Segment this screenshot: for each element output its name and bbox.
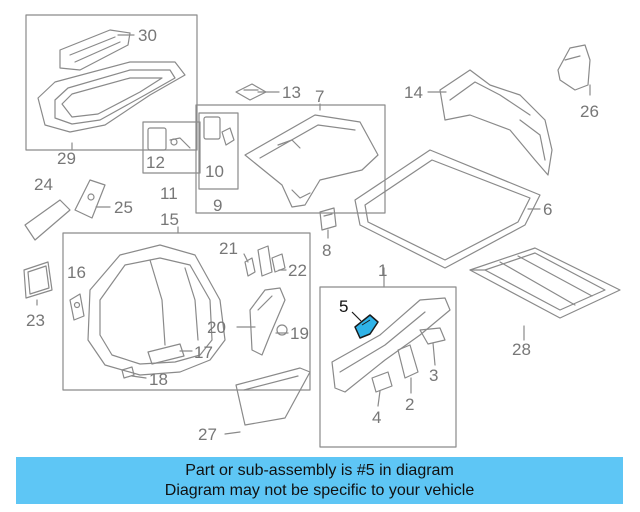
- callout-19: 19: [290, 324, 309, 343]
- part-23-panel: [23, 261, 53, 299]
- box-trunk-lid-trim: [195, 104, 386, 214]
- part-26-bracket: [557, 44, 591, 91]
- caption-line-2: Diagram may not be specific to your vehi…: [164, 481, 475, 499]
- part-10-clip: [203, 116, 235, 146]
- part-28-cargo-frame: [469, 247, 621, 319]
- callout-2: 2: [405, 395, 414, 414]
- part-27-panel: [235, 367, 311, 426]
- callout-9: 9: [213, 196, 222, 215]
- callout-5[interactable]: 5: [339, 297, 348, 316]
- callout-27: 27: [198, 425, 217, 444]
- part-6-trunk-mat: [354, 149, 541, 269]
- part-17-cover: [147, 343, 185, 365]
- callout-7: 7: [315, 87, 324, 106]
- callout-4: 4: [372, 408, 381, 427]
- caption-line-1: Part or sub-assembly is #5 in diagram: [185, 461, 454, 479]
- box-cargo-cover: [25, 14, 198, 151]
- callout-10: 10: [205, 162, 224, 181]
- callout-18: 18: [149, 370, 168, 389]
- part-20-pillar-trim: [249, 287, 286, 356]
- callout-8: 8: [322, 241, 331, 260]
- part-3-clip: [419, 327, 446, 345]
- callout-17: 17: [194, 343, 213, 362]
- callout-13: 13: [282, 83, 301, 102]
- callout-23: 23: [26, 311, 45, 330]
- part-7-lid-trim: [244, 114, 379, 208]
- callout-24: 24: [34, 175, 53, 194]
- callout-29: 29: [57, 149, 76, 168]
- callout-22: 22: [288, 261, 307, 280]
- part-24-panel: [24, 199, 71, 241]
- callout-6: 6: [543, 200, 552, 219]
- part-14-quarter-trim: [439, 69, 553, 176]
- box-side-trim: [62, 232, 311, 391]
- callout-12: 12: [146, 153, 165, 172]
- callout-25: 25: [114, 198, 133, 217]
- callout-14: 14: [404, 83, 423, 102]
- callout-30: 30: [138, 26, 157, 45]
- callout-11: 11: [160, 184, 178, 203]
- callout-20: 20: [207, 318, 226, 337]
- caption-banner: Part or sub-assembly is #5 in diagram Di…: [16, 457, 623, 504]
- callout-21: 21: [219, 239, 238, 258]
- part-8-clip: [319, 207, 337, 231]
- callout-16: 16: [67, 263, 86, 282]
- callout-28: 28: [512, 340, 531, 359]
- box-part-9: [198, 112, 239, 190]
- part-22-bracket: [257, 245, 286, 277]
- part-29-cargo-cover: [37, 61, 186, 133]
- callout-labels: 30 29 13 7 14 26 12 11 10 9 24 25 6 15 8…: [26, 26, 599, 444]
- part-2-bracket: [397, 344, 419, 379]
- part-30-roller-bracket: [59, 29, 131, 71]
- part-18-clip: [121, 366, 135, 379]
- leader-lines: [36, 34, 591, 435]
- callout-1: 1: [378, 261, 387, 280]
- part-25-panel: [74, 179, 106, 219]
- part-21-clip: [244, 257, 256, 277]
- part-15-side-trim: [87, 244, 226, 376]
- box-sill-plate: [319, 286, 457, 448]
- part-12-clip: [147, 127, 191, 151]
- callout-3: 3: [429, 366, 438, 385]
- parts-diagram: 30 29 13 7 14 26 12 11 10 9 24 25 6 15 8…: [23, 14, 621, 448]
- callout-26: 26: [580, 102, 599, 121]
- callout-15: 15: [160, 210, 179, 229]
- part-16-clip: [69, 293, 85, 321]
- part-4-clip: [371, 371, 393, 393]
- part-19-clip: [276, 324, 288, 336]
- box-part-11: [142, 121, 201, 174]
- part-1-sill-plate: [331, 297, 451, 393]
- part-5-highlighted[interactable]: [351, 311, 379, 339]
